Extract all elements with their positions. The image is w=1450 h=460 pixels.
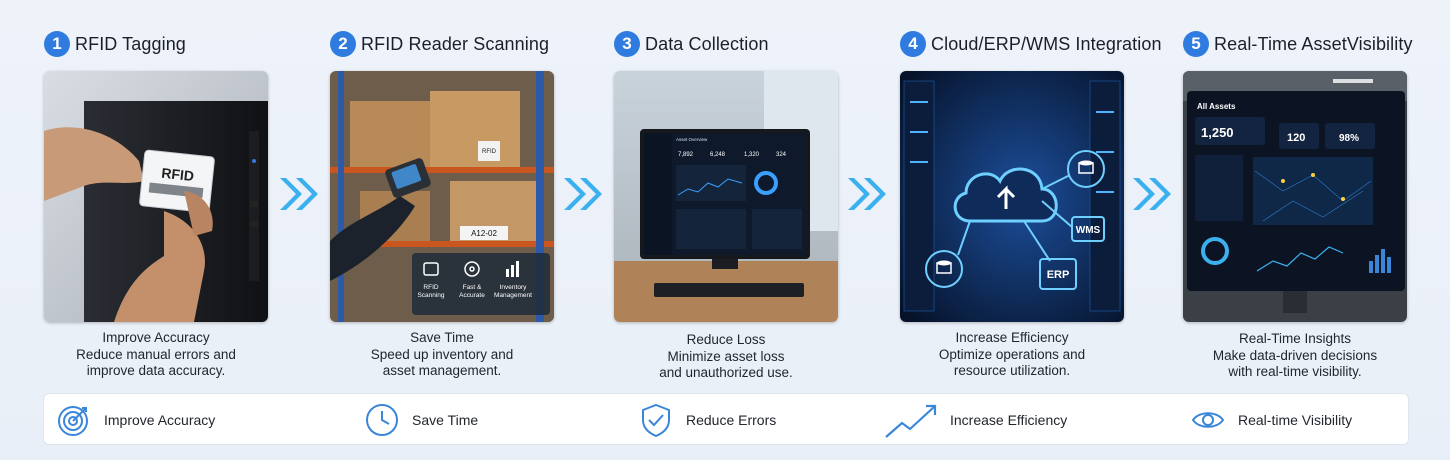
step-data-collection: 3 Data Collection Asset Overview 7,892 6… (614, 30, 854, 380)
step-title: Real-Time AssetVisibility (1214, 33, 1413, 54)
real-time-dashboard-image: All Assets 1,250 120 98% (1183, 71, 1407, 322)
clock-icon (362, 400, 402, 440)
cloud-integration-image: WMS ERP (900, 71, 1124, 322)
step-title: RFID Tagging (75, 33, 186, 54)
step-caption: Reduce Loss Minimize asset loss and unau… (659, 332, 793, 380)
stat-value: 120 (1287, 132, 1305, 144)
step-real-time-visibility: 5 Real-Time AssetVisibility All Assets 1… (1183, 30, 1423, 379)
step-caption: Real-Time Insights Make data-driven deci… (1212, 331, 1378, 379)
feature-label: Inventory (500, 284, 527, 291)
stat-value: 7,892 (678, 152, 694, 158)
feature-label: Accurate (459, 292, 485, 299)
step-rfid-tagging: 1 RFID Tagging RFID (44, 30, 284, 378)
stat-value: 6,248 (710, 152, 726, 158)
benefit-real-time-visibility: Real-time Visibility (1188, 394, 1352, 446)
feature-label: Fast & (463, 284, 482, 291)
benefit-increase-efficiency: Increase Efficiency (884, 394, 1067, 446)
screen-title: Asset Overview (676, 137, 708, 142)
benefit-save-time: Save Time (362, 394, 478, 446)
chevron-right-icon (1127, 172, 1181, 216)
feature-label: Scanning (417, 292, 444, 299)
step-number-badge: 5 (1183, 31, 1209, 57)
stat-value: 1,320 (744, 152, 760, 158)
step-number-badge: 4 (900, 31, 926, 57)
step-caption: Save Time Speed up inventory and asset m… (370, 330, 514, 378)
rfid-tagging-image: RFID (44, 71, 268, 322)
step-number-badge: 3 (614, 31, 640, 57)
step-caption: Increase Efficiency Optimize operations … (938, 330, 1086, 378)
rfid-scanning-image: RFID A12-02 RFID Scanning Fast & Accurat… (330, 71, 554, 322)
stat-value: 324 (776, 152, 787, 158)
benefit-reduce-errors: Reduce Errors (636, 394, 776, 446)
step-title: RFID Reader Scanning (361, 33, 550, 54)
feature-label: RFID (423, 284, 438, 291)
eye-icon (1188, 400, 1228, 440)
wms-label: WMS (1076, 225, 1101, 236)
shield-check-icon (636, 400, 676, 440)
trend-up-icon (884, 400, 940, 440)
target-icon (54, 400, 94, 440)
step-number-badge: 2 (330, 31, 356, 57)
step-caption: Improve Accuracy Reduce manual errors an… (76, 330, 236, 378)
step-rfid-reader-scanning: 2 RFID Reader Scanning RFID A12-02 (330, 30, 570, 378)
stat-value: 98% (1339, 133, 1359, 144)
feature-label: Management (494, 292, 532, 299)
box-rfid-tag: RFID (482, 149, 497, 155)
step-number-badge: 1 (44, 31, 70, 57)
data-collection-image: Asset Overview 7,892 6,248 1,320 324 (614, 71, 838, 322)
rfid-tag-text: RFID (161, 165, 195, 184)
stat-value: 1,250 (1201, 125, 1234, 140)
step-title: Cloud/ERP/WMS Integration (931, 33, 1162, 54)
step-title: Data Collection (645, 33, 769, 54)
chevron-right-icon (558, 172, 612, 216)
benefits-bar: Improve Accuracy Save Time Reduce Errors… (43, 393, 1409, 445)
benefit-improve-accuracy: Improve Accuracy (54, 394, 215, 446)
step-cloud-integration: 4 Cloud/ERP/WMS Integration (900, 30, 1161, 378)
chevron-right-icon (274, 172, 328, 216)
shelf-label: A12-02 (471, 229, 497, 238)
chevron-right-icon (842, 172, 896, 216)
screen-title: All Assets (1197, 102, 1236, 111)
erp-label: ERP (1047, 269, 1070, 281)
